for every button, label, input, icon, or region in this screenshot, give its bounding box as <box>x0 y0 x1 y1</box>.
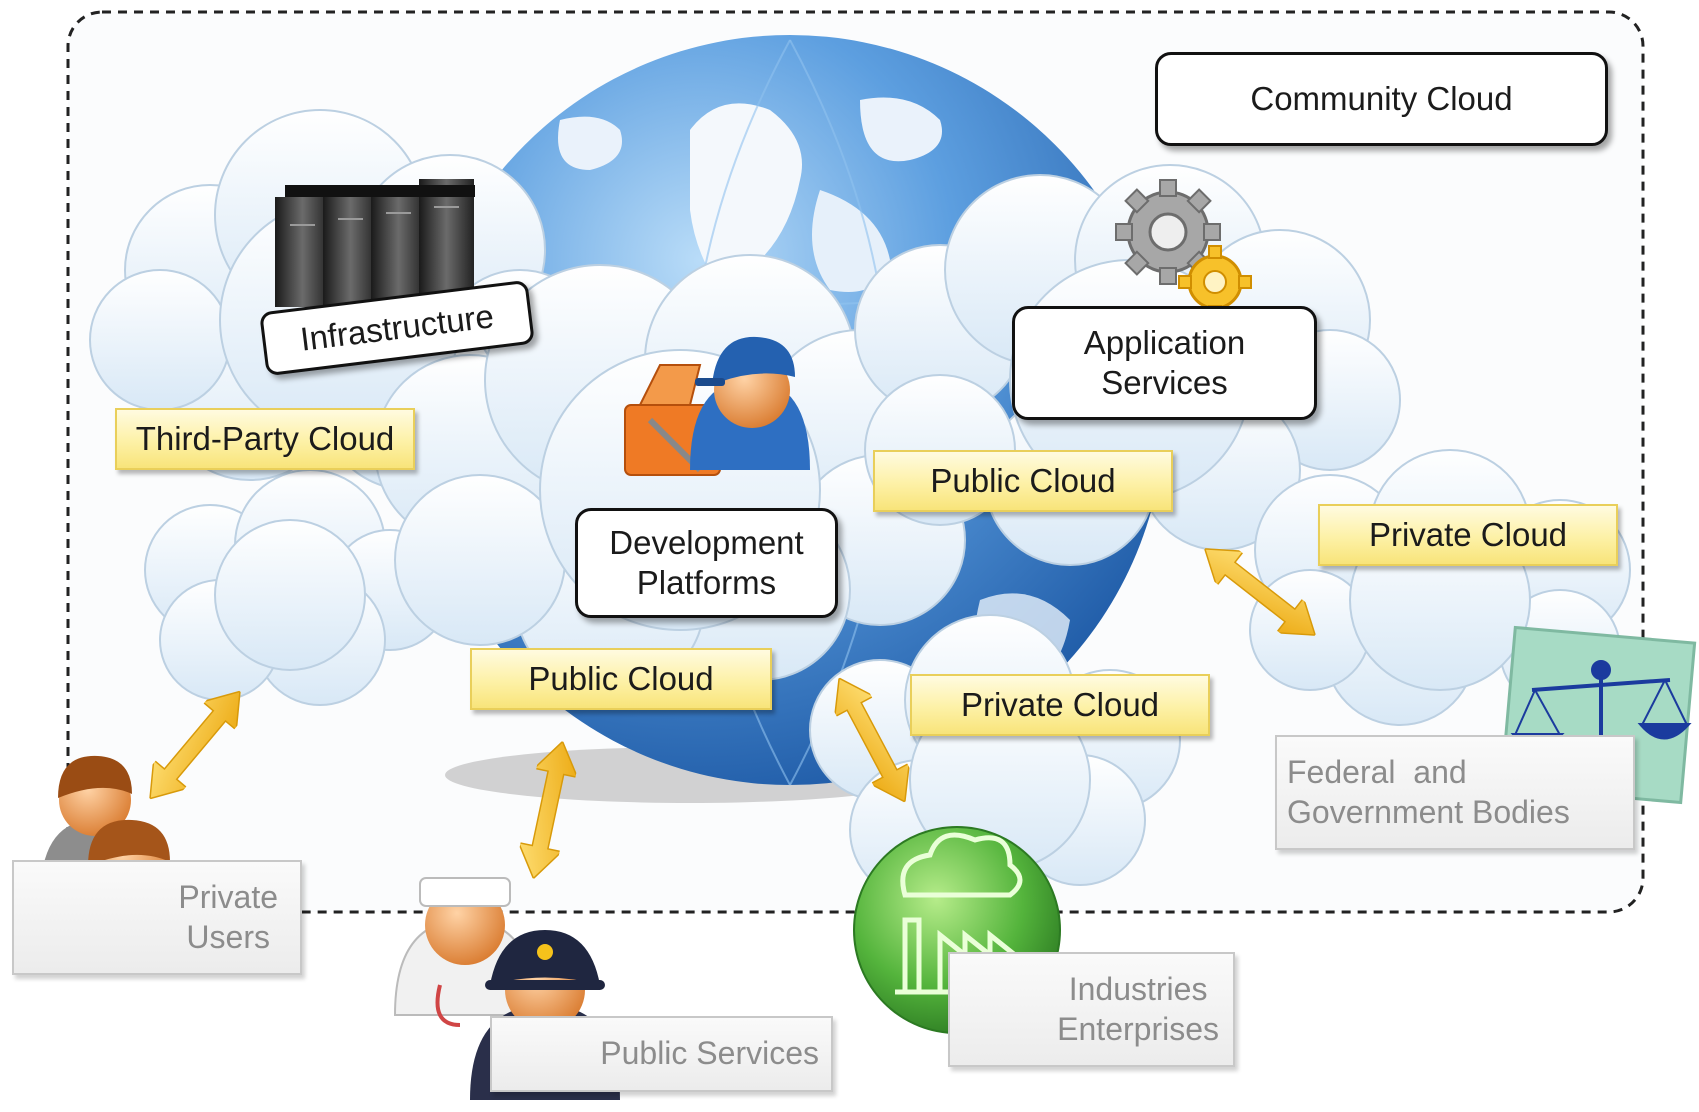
development-cloud-shape <box>374 254 966 696</box>
community-cloud-title: Community Cloud <box>1155 52 1608 146</box>
private-cloud-label-center: Private Cloud <box>910 674 1210 736</box>
public-cloud-label-center: Public Cloud <box>470 648 772 710</box>
private-cloud-label-right: Private Cloud <box>1318 504 1618 566</box>
third-party-cloud-label: Third-Party Cloud <box>115 408 415 470</box>
developer-toolbox-icon <box>624 336 810 476</box>
gears-icon <box>1115 179 1252 319</box>
server-rack-icon <box>275 179 475 307</box>
public-services-label: Public Services <box>490 1016 833 1092</box>
public-cloud-label-right: Public Cloud <box>873 450 1173 512</box>
